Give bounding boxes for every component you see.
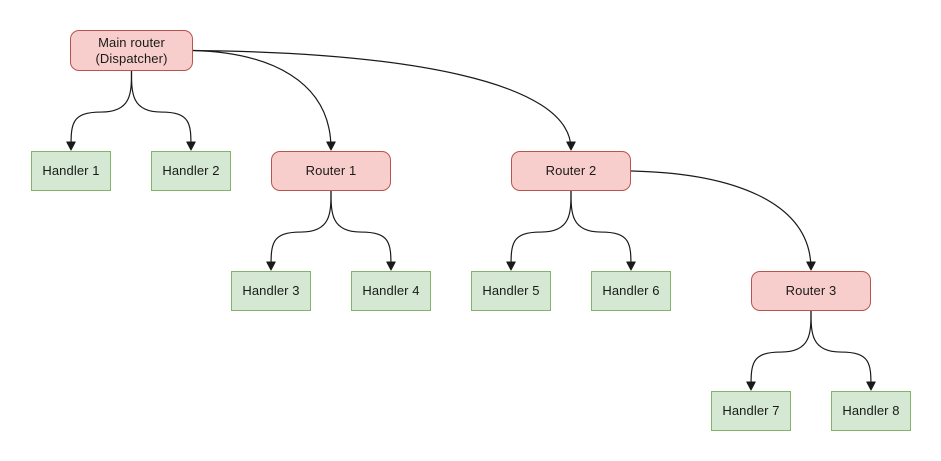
node-router-3[interactable]: Router 3 <box>751 271 871 311</box>
node-main-router[interactable]: Main router (Dispatcher) <box>70 30 193 71</box>
edge-main-router-to-router-1-path <box>192 49 332 150</box>
node-handler-6[interactable]: Handler 6 <box>591 271 671 311</box>
node-router-2[interactable]: Router 2 <box>511 151 631 191</box>
edge-router-2-to-handler-6-arrowhead <box>626 261 636 271</box>
edge-main-router-to-handler-1-arrowhead <box>66 141 76 151</box>
edge-router-2-to-router-3-path <box>630 170 812 270</box>
edge-main-router-to-router-1-arrowhead <box>326 141 336 151</box>
edge-main-router-to-handler-2-path <box>130 70 192 150</box>
edges-group <box>66 49 876 391</box>
edge-router-2-to-handler-5-path <box>510 190 572 270</box>
edge-router-3-to-handler-8-path <box>810 310 872 390</box>
edge-router-2-to-router-3-arrowhead <box>806 261 816 271</box>
edge-router-1-to-handler-4-path <box>330 190 392 270</box>
node-handler-3[interactable]: Handler 3 <box>231 271 311 311</box>
edge-router-1-to-handler-4-arrowhead <box>386 261 396 271</box>
edge-router-1-to-handler-3-arrowhead <box>266 261 276 271</box>
edge-router-1-to-handler-3-path <box>270 190 332 270</box>
edge-main-router-to-router-2-arrowhead <box>566 141 576 151</box>
edge-router-3-to-handler-7-path <box>750 310 812 390</box>
node-handler-8[interactable]: Handler 8 <box>831 391 911 431</box>
node-handler-5[interactable]: Handler 5 <box>471 271 551 311</box>
node-handler-7[interactable]: Handler 7 <box>711 391 791 431</box>
edge-router-3-to-handler-7-arrowhead <box>746 381 756 391</box>
edge-router-2-to-handler-6-path <box>570 190 632 270</box>
edge-router-3-to-handler-8-arrowhead <box>866 381 876 391</box>
node-handler-4[interactable]: Handler 4 <box>351 271 431 311</box>
edge-router-2-to-handler-5-arrowhead <box>506 261 516 271</box>
node-handler-1[interactable]: Handler 1 <box>31 151 111 191</box>
edge-main-router-to-handler-1-path <box>70 70 133 150</box>
edge-main-router-to-handler-2-arrowhead <box>186 141 196 151</box>
edge-main-router-to-router-2-path <box>192 49 572 150</box>
node-router-1[interactable]: Router 1 <box>271 151 391 191</box>
node-handler-2[interactable]: Handler 2 <box>151 151 231 191</box>
